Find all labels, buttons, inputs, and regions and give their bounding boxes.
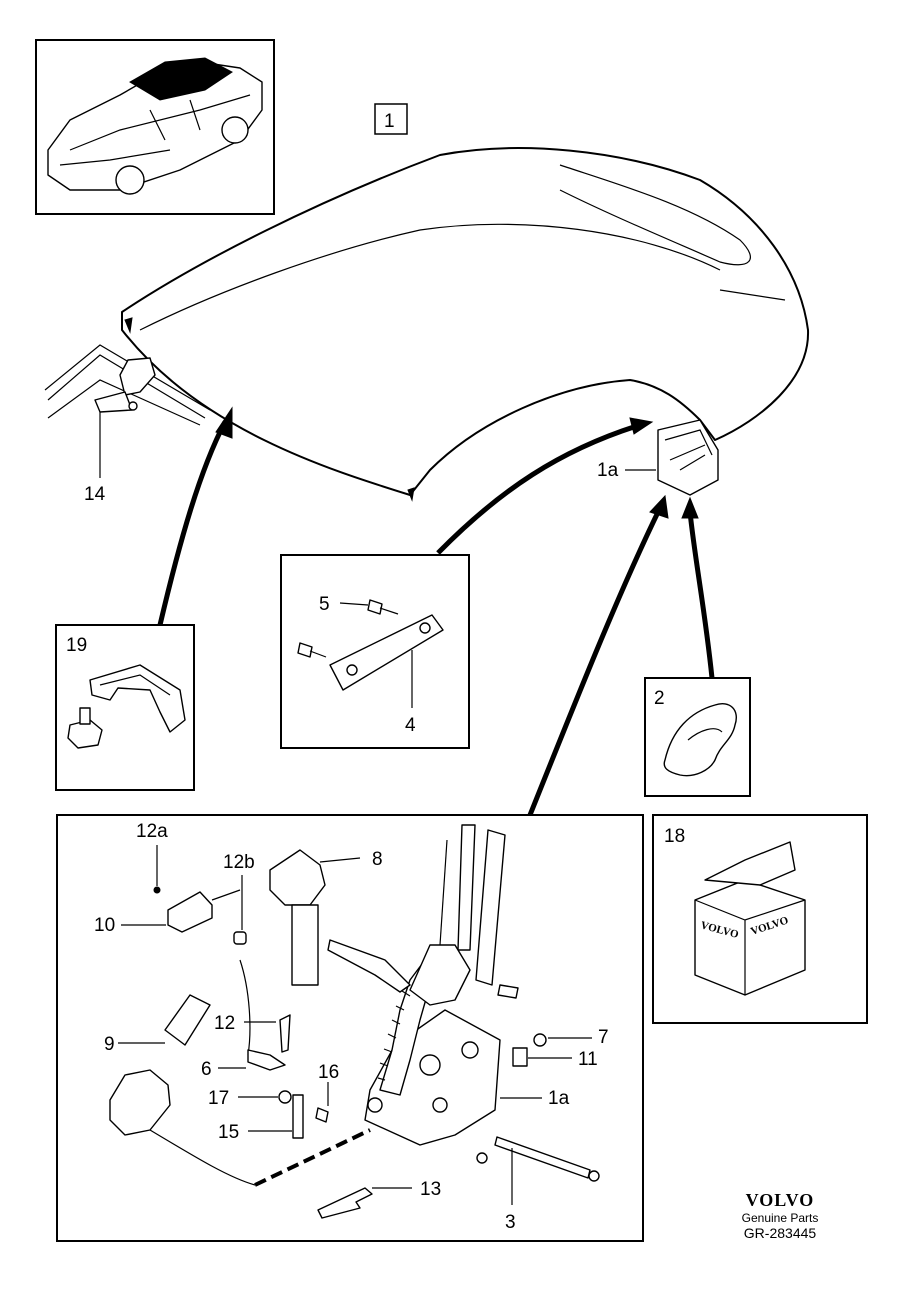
svg-text:1: 1: [384, 111, 395, 132]
part-1a-corner: 1a: [597, 419, 719, 496]
box-18: 18 VOLVO VOLVO: [652, 814, 868, 1024]
hardtop-roof: [121, 147, 810, 502]
svg-text:8: 8: [372, 849, 383, 870]
svg-text:11: 11: [578, 1049, 598, 1070]
svg-text:5: 5: [319, 594, 330, 615]
svg-text:6: 6: [201, 1059, 212, 1080]
svg-text:16: 16: [318, 1062, 339, 1083]
svg-text:12b: 12b: [223, 852, 255, 873]
svg-text:17: 17: [208, 1088, 229, 1109]
diagram-reference: GR-283445: [743, 1225, 817, 1241]
pointer-arrows: [157, 406, 715, 816]
svg-text:14: 14: [84, 484, 106, 505]
box-2: 2: [644, 677, 751, 797]
svg-text:1a: 1a: [597, 460, 619, 481]
svg-text:4: 4: [405, 715, 416, 736]
callout-1: 1: [374, 103, 408, 135]
box-19: 19: [55, 624, 195, 791]
svg-text:7: 7: [598, 1027, 609, 1048]
volvo-brand-footer: VOLVO Genuine Parts GR-283445: [730, 1190, 830, 1241]
mechanism-box: 8 12a 10 12b 9 12 6 17 15: [56, 814, 644, 1242]
svg-text:19: 19: [66, 635, 87, 656]
svg-text:1a: 1a: [548, 1088, 570, 1109]
svg-text:15: 15: [218, 1122, 239, 1143]
genuine-parts-text: Genuine Parts: [741, 1211, 819, 1225]
svg-text:13: 13: [420, 1179, 441, 1200]
svg-text:2: 2: [654, 688, 665, 709]
svg-text:10: 10: [94, 915, 115, 936]
volvo-logo: VOLVO: [745, 1190, 815, 1210]
box-4-5: 5 4: [280, 554, 470, 749]
svg-text:3: 3: [505, 1212, 516, 1233]
svg-text:9: 9: [104, 1034, 115, 1055]
part-14-bracket: 14: [44, 344, 211, 505]
svg-text:18: 18: [664, 826, 685, 847]
car-thumbnail: [35, 39, 275, 215]
svg-text:12: 12: [214, 1013, 235, 1034]
svg-text:12a: 12a: [136, 821, 168, 842]
